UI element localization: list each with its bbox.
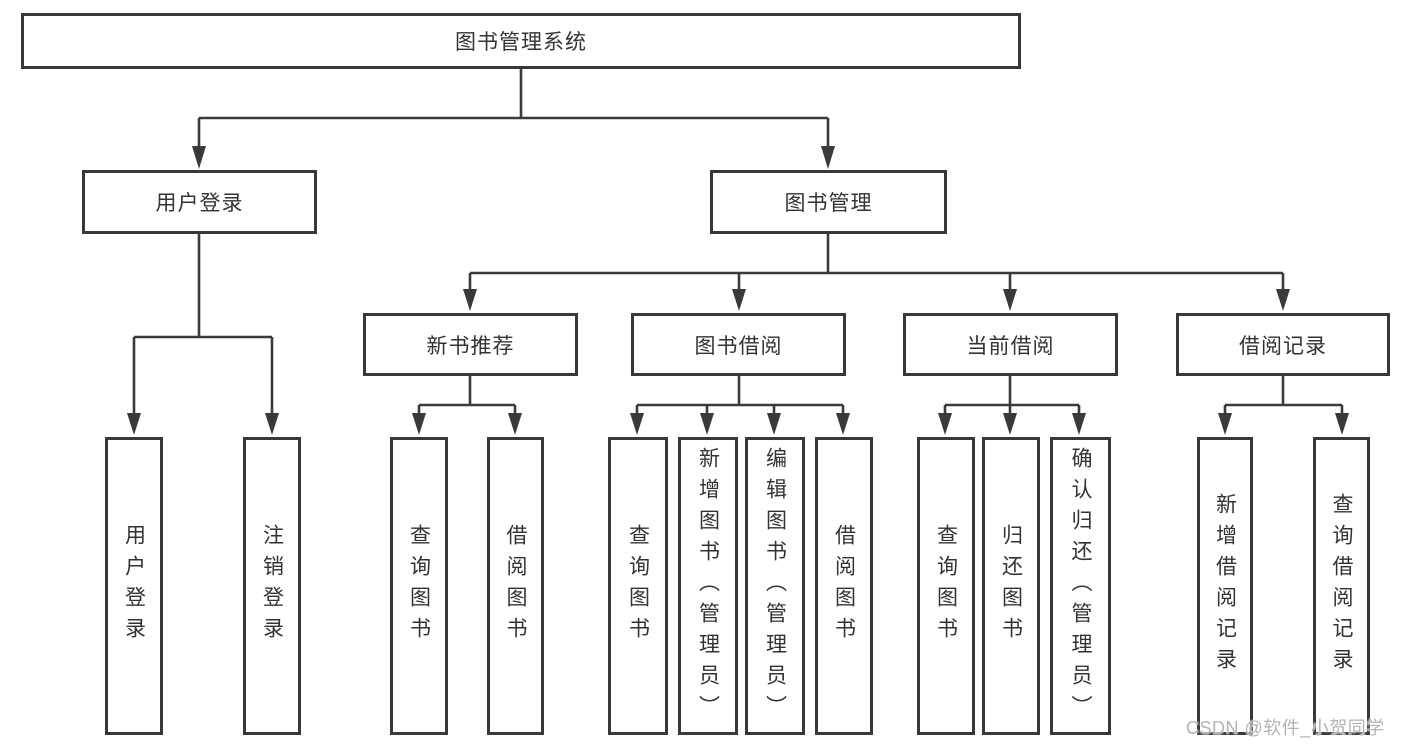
arrow-icon bbox=[630, 413, 644, 435]
leaf-label: 借阅图书 bbox=[504, 524, 527, 648]
leaf-label: 注销登录 bbox=[260, 524, 284, 648]
arrow-icon bbox=[1335, 413, 1349, 435]
wire-records-group bbox=[1223, 375, 1344, 417]
leaf-label: 归还图书 bbox=[999, 524, 1023, 648]
leaf-label: 查询图书 bbox=[934, 524, 958, 648]
leaf-logout: 注销登录 bbox=[243, 437, 301, 735]
wire-borrow-group bbox=[635, 375, 845, 417]
leaf-edit-books-admin: 编辑图书（管理员） bbox=[745, 437, 805, 735]
leaf-label: 查询图书 bbox=[407, 524, 431, 648]
arrow-icon bbox=[412, 413, 426, 435]
arrow-icon bbox=[1072, 413, 1086, 435]
arrow-icon bbox=[821, 146, 835, 169]
leaf-user-login: 用户登录 bbox=[105, 437, 163, 735]
arrow-icon bbox=[767, 413, 781, 435]
arrow-icon bbox=[1003, 289, 1017, 311]
csdn-watermark: CSDN @软件_小贺同学 bbox=[1186, 718, 1385, 738]
arrow-icon bbox=[1276, 289, 1290, 311]
arrow-icon bbox=[1003, 413, 1017, 435]
wire-login-group bbox=[132, 233, 274, 417]
arrow-icon bbox=[127, 413, 141, 435]
leaf-label: 新增借阅记录 bbox=[1213, 493, 1237, 679]
leaf-query-books-borrow: 查询图书 bbox=[608, 437, 668, 735]
leaf-borrow-books-recommend: 借阅图书 bbox=[487, 437, 544, 735]
node-book-management: 图书管理 bbox=[710, 170, 947, 234]
arrow-icon bbox=[463, 289, 477, 311]
leaf-label: 新增图书（管理员） bbox=[696, 446, 720, 726]
arrow-icon bbox=[192, 146, 206, 169]
node-current-borrow: 当前借阅 bbox=[903, 313, 1118, 376]
leaf-query-books-recommend: 查询图书 bbox=[390, 437, 448, 735]
arrowheads bbox=[127, 146, 1349, 435]
leaf-add-borrow-record: 新增借阅记录 bbox=[1197, 437, 1253, 735]
leaf-return-books: 归还图书 bbox=[982, 437, 1040, 735]
node-new-book-recommend: 新书推荐 bbox=[363, 313, 578, 376]
leaf-label: 借阅图书 bbox=[832, 524, 856, 648]
node-user-login: 用户登录 bbox=[82, 170, 317, 234]
wire-mgmt-to-level3 bbox=[468, 233, 1285, 293]
leaf-label: 查询借阅记录 bbox=[1330, 493, 1353, 679]
wire-current-group bbox=[943, 375, 1081, 417]
arrow-icon bbox=[836, 413, 850, 435]
leaf-label: 用户登录 bbox=[122, 524, 146, 648]
leaf-query-borrow-record: 查询借阅记录 bbox=[1313, 437, 1370, 735]
wire-root-to-level2 bbox=[197, 68, 830, 150]
leaf-label: 编辑图书（管理员） bbox=[763, 446, 787, 726]
node-book-borrow: 图书借阅 bbox=[631, 313, 846, 376]
leaf-label: 确认归还（管理员） bbox=[1069, 446, 1092, 726]
leaf-label: 查询图书 bbox=[626, 524, 650, 648]
leaf-borrow-books: 借阅图书 bbox=[815, 437, 873, 735]
leaf-query-books-current: 查询图书 bbox=[917, 437, 975, 735]
wire-recommend-group bbox=[417, 375, 517, 417]
arrow-icon bbox=[732, 289, 746, 311]
node-root: 图书管理系统 bbox=[21, 13, 1021, 69]
leaf-confirm-return-admin: 确认归还（管理员） bbox=[1050, 437, 1111, 735]
arrow-icon bbox=[265, 413, 279, 435]
node-borrow-records: 借阅记录 bbox=[1176, 313, 1390, 376]
arrow-icon bbox=[1218, 413, 1232, 435]
arrow-icon bbox=[938, 413, 952, 435]
arrow-icon bbox=[700, 413, 714, 435]
leaf-add-books-admin: 新增图书（管理员） bbox=[678, 437, 738, 735]
arrow-icon bbox=[508, 413, 522, 435]
